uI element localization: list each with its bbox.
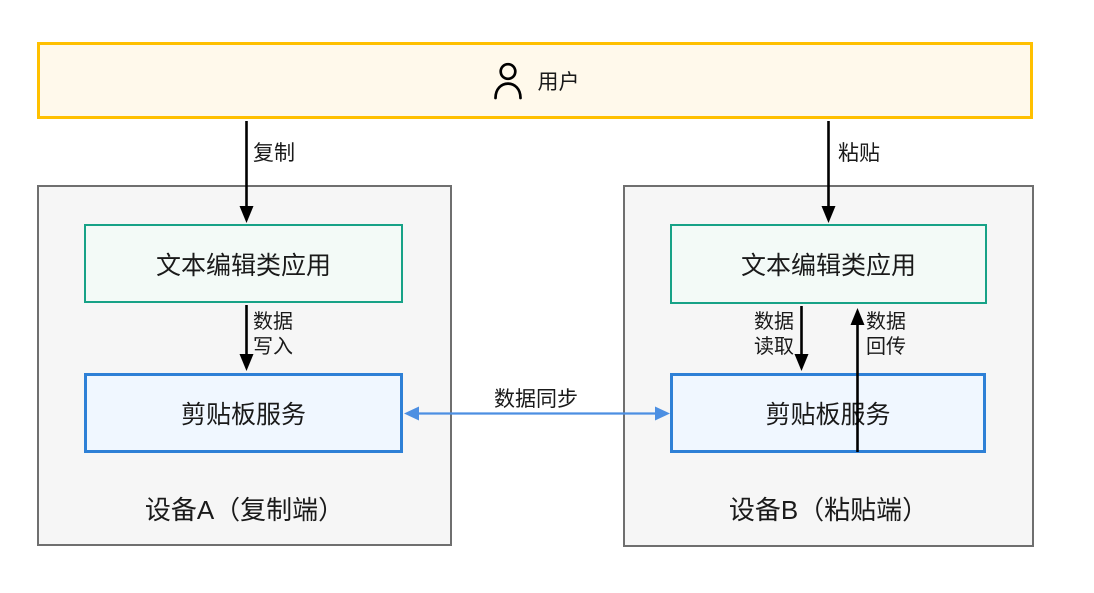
paste-arrow-label: 粘贴 [838,142,880,165]
device-a-clipboard-box: 剪贴板服务 [84,373,403,453]
device-b-app-box: 文本编辑类应用 [670,224,987,304]
data-sync-arrow-label: 数据同步 [494,388,578,411]
device-b-clipboard-box: 剪贴板服务 [670,373,986,453]
user-label: 用户 [537,70,580,94]
device-a-app-label: 文本编辑类应用 [155,251,331,280]
data-return-arrow-label: 数据 回传 [866,311,906,358]
data-write-arrow-label: 数据 写入 [253,311,293,358]
device-a-app-box: 文本编辑类应用 [84,224,403,303]
device-a-label: 设备A（复制端） [144,495,345,525]
person-icon [493,62,522,99]
device-b-app-label: 文本编辑类应用 [740,252,916,280]
user-box: 用户 [37,42,1033,119]
device-b-clipboard-label: 剪贴板服务 [765,401,891,429]
copy-arrow-label: 复制 [253,142,295,165]
data-read-arrow-label: 数据 读取 [754,311,794,358]
device-a-clipboard-label: 剪贴板服务 [180,401,306,429]
device-b-label: 设备B（粘贴端） [728,495,929,525]
